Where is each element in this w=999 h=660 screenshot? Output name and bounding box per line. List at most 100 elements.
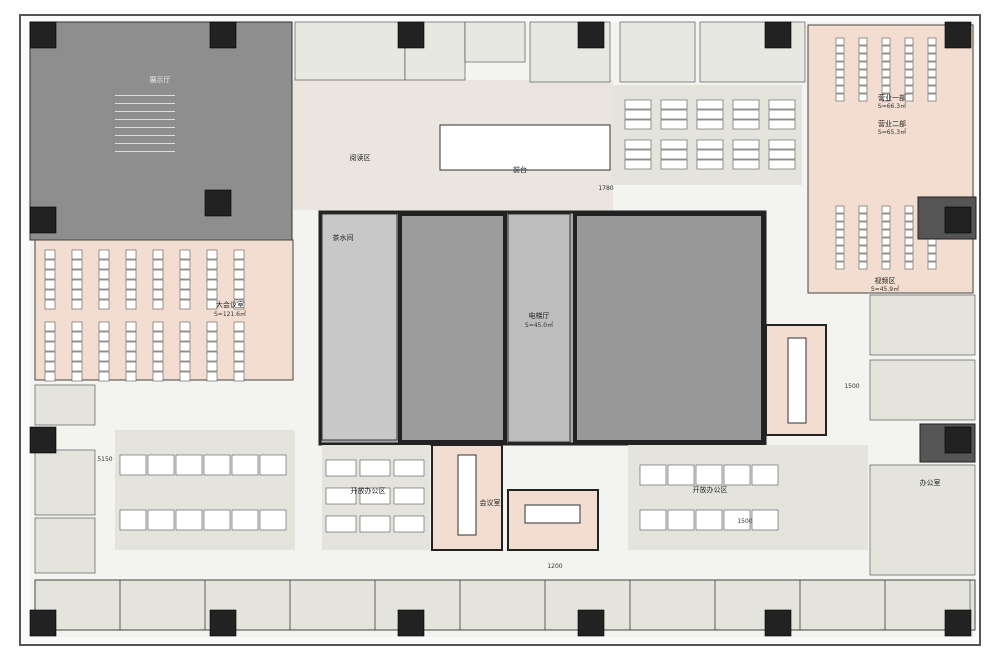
list-line <box>115 135 175 136</box>
column <box>397 21 425 49</box>
column <box>29 609 57 637</box>
desk <box>152 351 164 362</box>
top-offices <box>294 21 806 83</box>
desk <box>233 331 245 342</box>
desk <box>881 213 891 222</box>
desk <box>904 245 914 254</box>
showroom <box>29 21 293 241</box>
desk <box>206 321 218 332</box>
desk <box>624 119 652 130</box>
meeting-table <box>524 504 581 524</box>
desk <box>904 85 914 94</box>
column <box>944 426 972 454</box>
desk <box>179 279 191 290</box>
desk <box>732 159 760 170</box>
structural-columns <box>29 21 972 637</box>
desk <box>751 509 779 531</box>
column <box>944 609 972 637</box>
desk <box>359 515 391 533</box>
desk <box>44 249 56 260</box>
desk <box>695 464 723 486</box>
label-meeting-small: 会议室 <box>480 498 501 507</box>
desk <box>904 37 914 46</box>
label-open-office-right: 开放办公区 <box>693 485 728 494</box>
desk <box>696 139 724 150</box>
desk <box>696 149 724 160</box>
desk <box>751 464 779 486</box>
column <box>204 189 232 217</box>
desk-grid <box>119 454 779 533</box>
desk <box>233 249 245 260</box>
desk <box>695 509 723 531</box>
desk <box>98 361 110 372</box>
desk <box>233 279 245 290</box>
desk <box>71 259 83 270</box>
dimension-1: 1500 <box>844 383 859 390</box>
desk <box>179 341 191 352</box>
desk <box>233 321 245 332</box>
desk <box>732 109 760 120</box>
desk <box>624 139 652 150</box>
column <box>577 21 605 49</box>
desk <box>71 299 83 310</box>
desk <box>233 289 245 300</box>
desk <box>881 205 891 214</box>
list-line <box>115 151 175 152</box>
desk <box>858 261 868 270</box>
desk <box>639 464 667 486</box>
desk <box>98 259 110 270</box>
desk <box>71 331 83 342</box>
list-line <box>115 95 175 96</box>
desk <box>858 221 868 230</box>
desk <box>927 53 937 62</box>
desk <box>125 341 137 352</box>
desk <box>259 454 287 476</box>
label-video-area: 视频区 <box>875 276 896 285</box>
column <box>764 609 792 637</box>
desk <box>119 454 147 476</box>
desk <box>71 341 83 352</box>
column <box>577 609 605 637</box>
desk <box>231 454 259 476</box>
desk <box>858 237 868 246</box>
desk <box>660 109 688 120</box>
desk <box>835 37 845 46</box>
desk <box>119 509 147 531</box>
desk <box>71 361 83 372</box>
desk <box>904 221 914 230</box>
desk <box>858 85 868 94</box>
desk <box>125 249 137 260</box>
office-room <box>869 464 976 576</box>
desk <box>881 53 891 62</box>
label-reading: 阅读区 <box>350 153 371 162</box>
area-elevator-hall: S=45.0㎡ <box>525 321 553 329</box>
desk <box>44 279 56 290</box>
desk <box>927 37 937 46</box>
desk <box>125 279 137 290</box>
desk <box>98 331 110 342</box>
desk <box>858 77 868 86</box>
desk <box>152 371 164 382</box>
list-line <box>115 119 175 120</box>
desk-grid <box>835 37 937 270</box>
desk <box>904 261 914 270</box>
desk <box>858 37 868 46</box>
label-open-office-center: 开放办公区 <box>351 486 386 495</box>
desk <box>927 61 937 70</box>
desk <box>660 149 688 160</box>
column <box>29 206 57 234</box>
label-reception: 前台 <box>513 165 527 174</box>
area-video-area: S=45.9㎡ <box>871 285 899 293</box>
label-showroom: 展示厅 <box>150 76 171 84</box>
area-sales-two: S=65.3㎡ <box>878 128 906 136</box>
desk <box>393 515 425 533</box>
desk <box>835 77 845 86</box>
desk <box>927 93 937 102</box>
desk <box>660 99 688 110</box>
desk <box>147 509 175 531</box>
desk <box>98 321 110 332</box>
desk <box>696 109 724 120</box>
desk <box>147 454 175 476</box>
desk <box>71 269 83 280</box>
desk <box>881 261 891 270</box>
